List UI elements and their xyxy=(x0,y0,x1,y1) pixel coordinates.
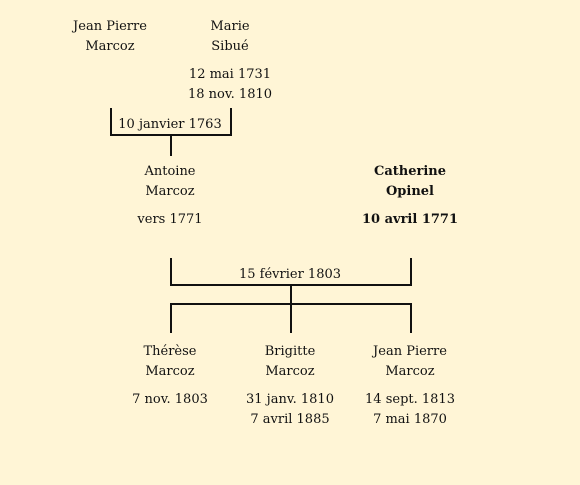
child-connector xyxy=(170,305,172,333)
connector-line xyxy=(410,258,412,286)
connector-line xyxy=(110,108,112,136)
birth-date: 31 janv. 1810 xyxy=(246,392,334,407)
given-name: Jean Pierre xyxy=(373,344,447,359)
surname: Marcoz xyxy=(145,184,195,199)
given-name: Jean Pierre xyxy=(73,19,147,34)
surname: Opinel xyxy=(385,184,434,199)
surname: Marcoz xyxy=(145,364,195,379)
child-connector xyxy=(290,305,292,333)
death-date: 18 nov. 1810 xyxy=(187,87,273,102)
marriage-date: 15 février 1803 xyxy=(238,267,342,282)
given-name: Brigitte xyxy=(264,344,316,359)
surname: Marcoz xyxy=(85,39,135,54)
marriage-line xyxy=(170,284,412,286)
marriage-date: 10 janvier 1763 xyxy=(118,117,222,132)
birth-date: 14 sept. 1813 xyxy=(365,392,455,407)
birth-date: 12 mai 1731 xyxy=(188,67,272,82)
birth-date: 7 nov. 1803 xyxy=(132,392,208,407)
child-connector xyxy=(410,305,412,333)
surname: Sibué xyxy=(211,39,249,54)
death-date: 7 avril 1885 xyxy=(250,412,330,427)
birth-date: 10 avril 1771 xyxy=(361,212,459,227)
children-line xyxy=(170,303,412,305)
death-date: 7 mai 1870 xyxy=(373,412,447,427)
connector-line xyxy=(230,108,232,136)
birth-date: vers 1771 xyxy=(137,212,203,227)
given-name: Thérèse xyxy=(143,344,197,359)
surname: Marcoz xyxy=(265,364,315,379)
descent-line xyxy=(170,136,172,156)
given-name: Antoine xyxy=(144,164,196,179)
given-name: Marie xyxy=(210,19,250,34)
surname: Marcoz xyxy=(385,364,435,379)
descent-line xyxy=(290,286,292,304)
given-name: Catherine xyxy=(373,164,446,179)
connector-line xyxy=(170,258,172,286)
marriage-line xyxy=(110,134,232,136)
